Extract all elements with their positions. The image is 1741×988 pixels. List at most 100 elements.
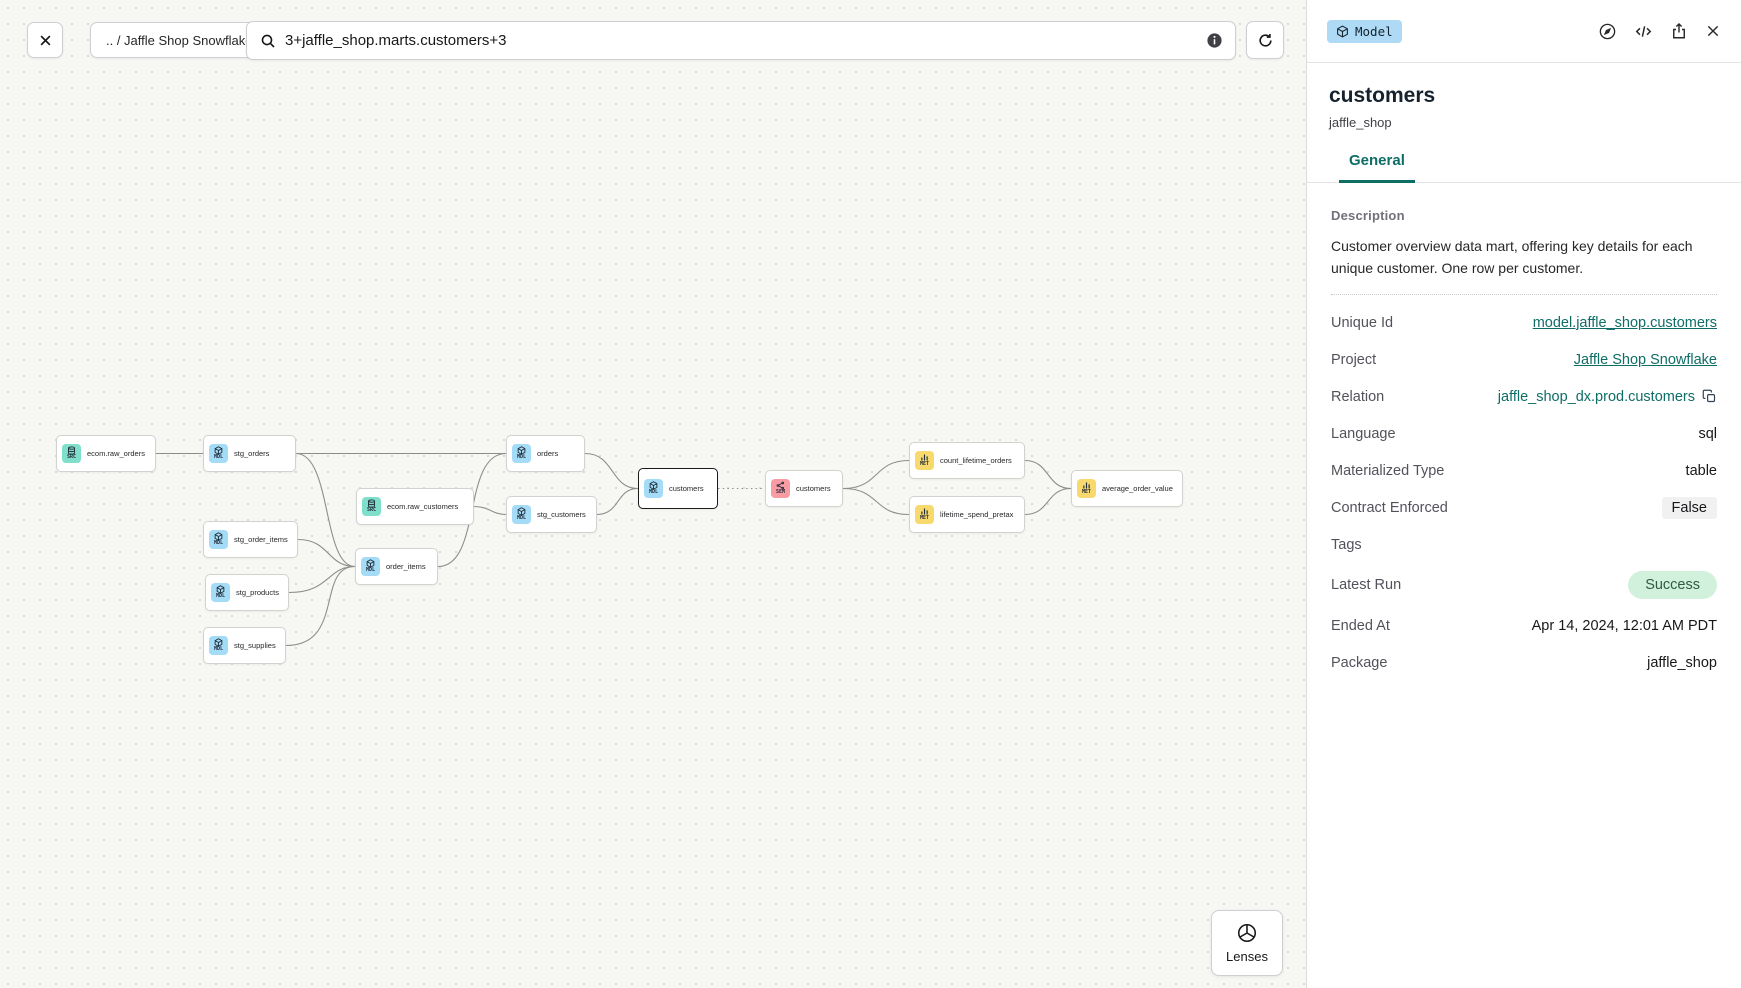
graph-node-selected[interactable]: MDL customers xyxy=(638,468,718,509)
node-kind-label: MDL xyxy=(215,593,226,600)
relation-value: jaffle_shop_dx.prod.customers xyxy=(1498,389,1717,405)
search-input[interactable] xyxy=(285,32,1197,49)
node-label: ecom.raw_customers xyxy=(387,502,459,511)
project-link[interactable]: Jaffle Shop Snowflake xyxy=(1573,351,1717,368)
graph-node[interactable]: MDL order_items xyxy=(355,548,438,585)
resource-type-badge: Model xyxy=(1327,19,1402,43)
node-kind-label: MDL xyxy=(213,540,224,547)
node-label: count_lifetime_orders xyxy=(940,456,1012,465)
field-row: Materialized Type table xyxy=(1331,452,1717,489)
node-label: customers xyxy=(796,484,831,493)
node-label: ecom.raw_orders xyxy=(87,449,145,458)
share-icon xyxy=(1673,22,1685,39)
node-kind-label: MDL xyxy=(365,567,376,574)
panel-header: Model xyxy=(1307,0,1741,63)
graph-node[interactable]: SEM customers xyxy=(765,470,843,507)
share-button[interactable] xyxy=(1670,22,1688,40)
field-label: Project xyxy=(1331,351,1377,368)
graph-node[interactable]: MET count_lifetime_orders xyxy=(909,442,1025,479)
description-label: Description xyxy=(1331,208,1405,223)
page-title: customers xyxy=(1329,84,1436,107)
node-label: average_order_value xyxy=(1102,484,1173,493)
field-label: Ended At xyxy=(1331,617,1390,634)
cube-icon xyxy=(1337,24,1348,38)
close-lineage-button[interactable] xyxy=(27,22,63,58)
field-row: Relation jaffle_shop_dx.prod.customers xyxy=(1331,378,1717,415)
graph-node[interactable]: MET average_order_value xyxy=(1071,470,1183,507)
refresh-button[interactable] xyxy=(1246,21,1284,59)
field-label: Materialized Type xyxy=(1331,462,1445,479)
close-panel-button[interactable] xyxy=(1705,23,1721,39)
close-icon xyxy=(40,35,50,45)
source-icon: SRC xyxy=(62,444,81,463)
node-kind-label: MDL xyxy=(213,454,224,461)
metric-icon: MET xyxy=(915,505,934,524)
node-label: lifetime_spend_pretax xyxy=(940,510,1014,519)
field-label: Tags xyxy=(1331,536,1362,553)
relation-text: jaffle_shop_dx.prod.customers xyxy=(1497,388,1695,405)
contract-enforced-badge: False xyxy=(1661,496,1717,519)
model-icon: MDL xyxy=(211,583,230,602)
field-row: Ended At Apr 14, 2024, 12:01 AM PDT xyxy=(1331,607,1717,644)
field-row: Project Jaffle Shop Snowflake xyxy=(1331,341,1717,378)
lenses-icon xyxy=(1237,923,1257,943)
model-icon: MDL xyxy=(644,479,663,498)
tab-general[interactable]: General xyxy=(1339,152,1415,183)
field-label: Latest Run xyxy=(1331,577,1402,594)
node-kind-label: MDL xyxy=(648,489,659,496)
unique-id-link[interactable]: model.jaffle_shop.customers xyxy=(1532,314,1717,331)
explore-lineage-button[interactable] xyxy=(1598,22,1617,41)
search-icon xyxy=(261,34,275,48)
copy-icon xyxy=(1702,389,1716,403)
lineage-canvas[interactable]: SRC ecom.raw_orders MDL stg_orders SRC e… xyxy=(0,0,1306,988)
field-label: Language xyxy=(1331,425,1396,442)
breadcrumb[interactable]: .. / Jaffle Shop Snowflake xyxy=(90,22,269,58)
field-label: Contract Enforced xyxy=(1331,499,1448,516)
graph-node[interactable]: MDL stg_customers xyxy=(506,496,597,533)
node-label: orders xyxy=(537,449,559,458)
semantic-model-icon: SEM xyxy=(771,479,790,498)
field-label: Package xyxy=(1331,654,1388,671)
graph-node[interactable]: MDL orders xyxy=(506,435,585,472)
field-label: Unique Id xyxy=(1331,314,1394,331)
node-label: stg_order_items xyxy=(234,535,288,544)
graph-node[interactable]: MET lifetime_spend_pretax xyxy=(909,496,1025,533)
package-value: jaffle_shop xyxy=(1647,654,1717,671)
info-icon[interactable] xyxy=(1206,32,1223,49)
metric-icon: MET xyxy=(1077,479,1096,498)
model-icon: MDL xyxy=(209,530,228,549)
graph-node[interactable]: MDL stg_orders xyxy=(203,435,296,472)
model-icon: MDL xyxy=(512,444,531,463)
graph-node[interactable]: SRC ecom.raw_customers xyxy=(356,488,474,525)
model-icon: MDL xyxy=(361,557,380,576)
field-row: Language sql xyxy=(1331,415,1717,452)
graph-node[interactable]: MDL stg_order_items xyxy=(203,521,298,558)
graph-node[interactable]: MDL stg_supplies xyxy=(203,627,286,664)
graph-node[interactable]: SRC ecom.raw_orders xyxy=(56,435,156,472)
metric-icon: MET xyxy=(915,451,934,470)
details-panel: Model customers jaffle_shop General Desc… xyxy=(1306,0,1741,988)
lenses-button[interactable]: Lenses xyxy=(1211,910,1283,976)
field-row: Latest Run Success xyxy=(1331,563,1717,607)
node-kind-label: SRC xyxy=(66,454,77,461)
compass-icon xyxy=(1599,23,1616,39)
node-kind-label: MET xyxy=(1081,489,1092,496)
graph-node[interactable]: MDL stg_products xyxy=(205,574,289,611)
model-icon: MDL xyxy=(512,505,531,524)
materialized-type-value: table xyxy=(1685,462,1717,479)
copy-button[interactable] xyxy=(1702,389,1717,404)
status-badge: Success xyxy=(1628,571,1717,600)
source-icon: SRC xyxy=(362,497,381,516)
node-kind-label: MDL xyxy=(213,646,224,653)
field-row: Contract Enforced False xyxy=(1331,489,1717,526)
ended-at-value: Apr 14, 2024, 12:01 AM PDT xyxy=(1531,617,1717,634)
node-label: stg_products xyxy=(236,588,279,597)
resource-type-label: Model xyxy=(1355,23,1393,39)
field-label: Relation xyxy=(1331,388,1385,405)
lenses-label: Lenses xyxy=(1226,949,1268,964)
field-row: Unique Id model.jaffle_shop.customers xyxy=(1331,304,1717,341)
refresh-icon xyxy=(1258,33,1272,47)
description-text: Customer overview data mart, offering ke… xyxy=(1331,238,1693,277)
node-kind-label: MDL xyxy=(516,515,527,522)
view-code-button[interactable] xyxy=(1634,22,1653,41)
